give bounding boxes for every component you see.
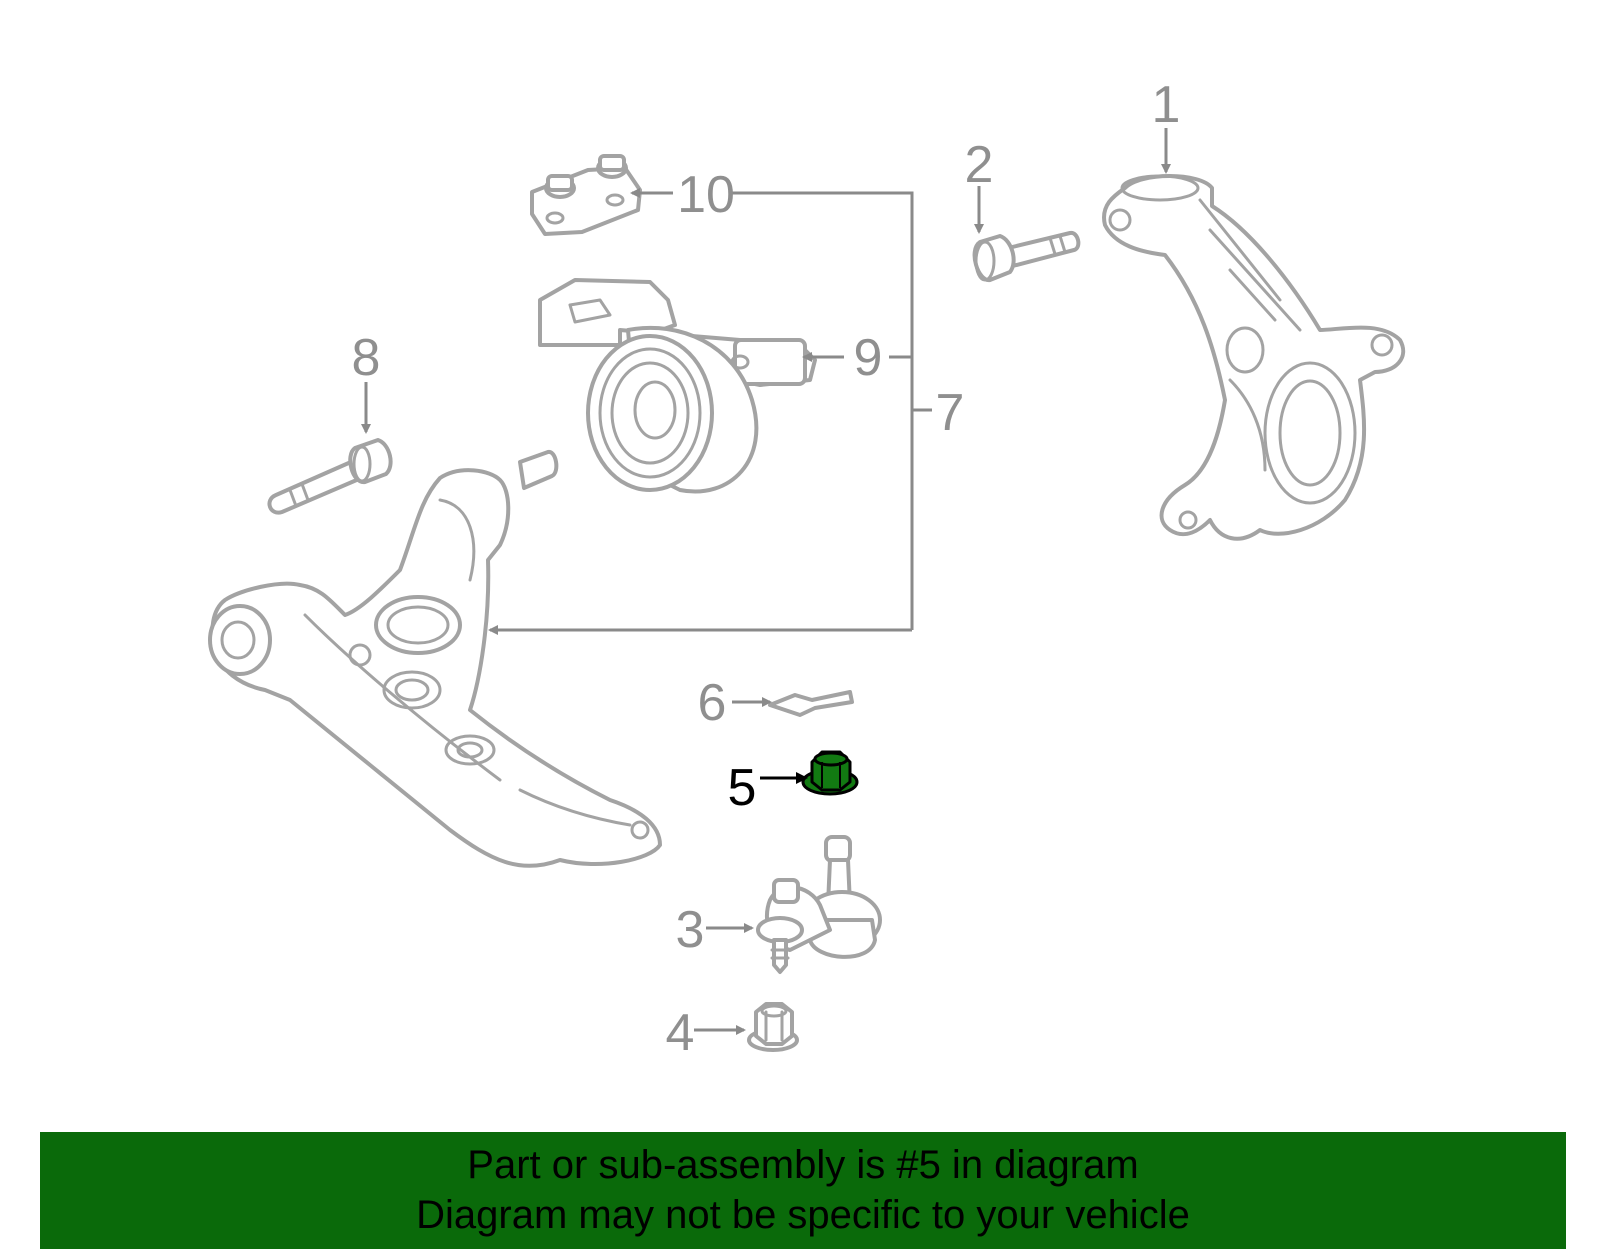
bolt-2 bbox=[972, 230, 1081, 282]
steering-knuckle bbox=[1102, 174, 1406, 541]
callout-9: 9 bbox=[854, 329, 883, 387]
bushing-9 bbox=[538, 278, 817, 494]
callout-3: 3 bbox=[676, 901, 705, 959]
banner-line-1: Part or sub-assembly is #5 in diagram bbox=[467, 1143, 1139, 1187]
leader-lines bbox=[361, 128, 1171, 1035]
ball-joint-3 bbox=[756, 835, 882, 974]
clip-6 bbox=[768, 690, 854, 717]
callout-8: 8 bbox=[352, 329, 381, 387]
info-banner: Part or sub-assembly is #5 in diagram Di… bbox=[40, 1132, 1566, 1249]
callout-2: 2 bbox=[965, 136, 994, 194]
banner-line-2: Diagram may not be specific to your vehi… bbox=[416, 1193, 1190, 1237]
nut-4 bbox=[747, 1002, 799, 1052]
bolt-8 bbox=[267, 438, 393, 515]
callout-4: 4 bbox=[666, 1004, 695, 1062]
callout-5: 5 bbox=[728, 759, 757, 817]
callout-7: 7 bbox=[936, 384, 965, 442]
flange-nut-5 bbox=[801, 750, 859, 796]
callout-10: 10 bbox=[677, 166, 735, 224]
control-arm-7 bbox=[208, 450, 662, 868]
bracket-10 bbox=[530, 154, 642, 236]
callout-6: 6 bbox=[698, 674, 727, 732]
callout-1: 1 bbox=[1152, 76, 1181, 134]
